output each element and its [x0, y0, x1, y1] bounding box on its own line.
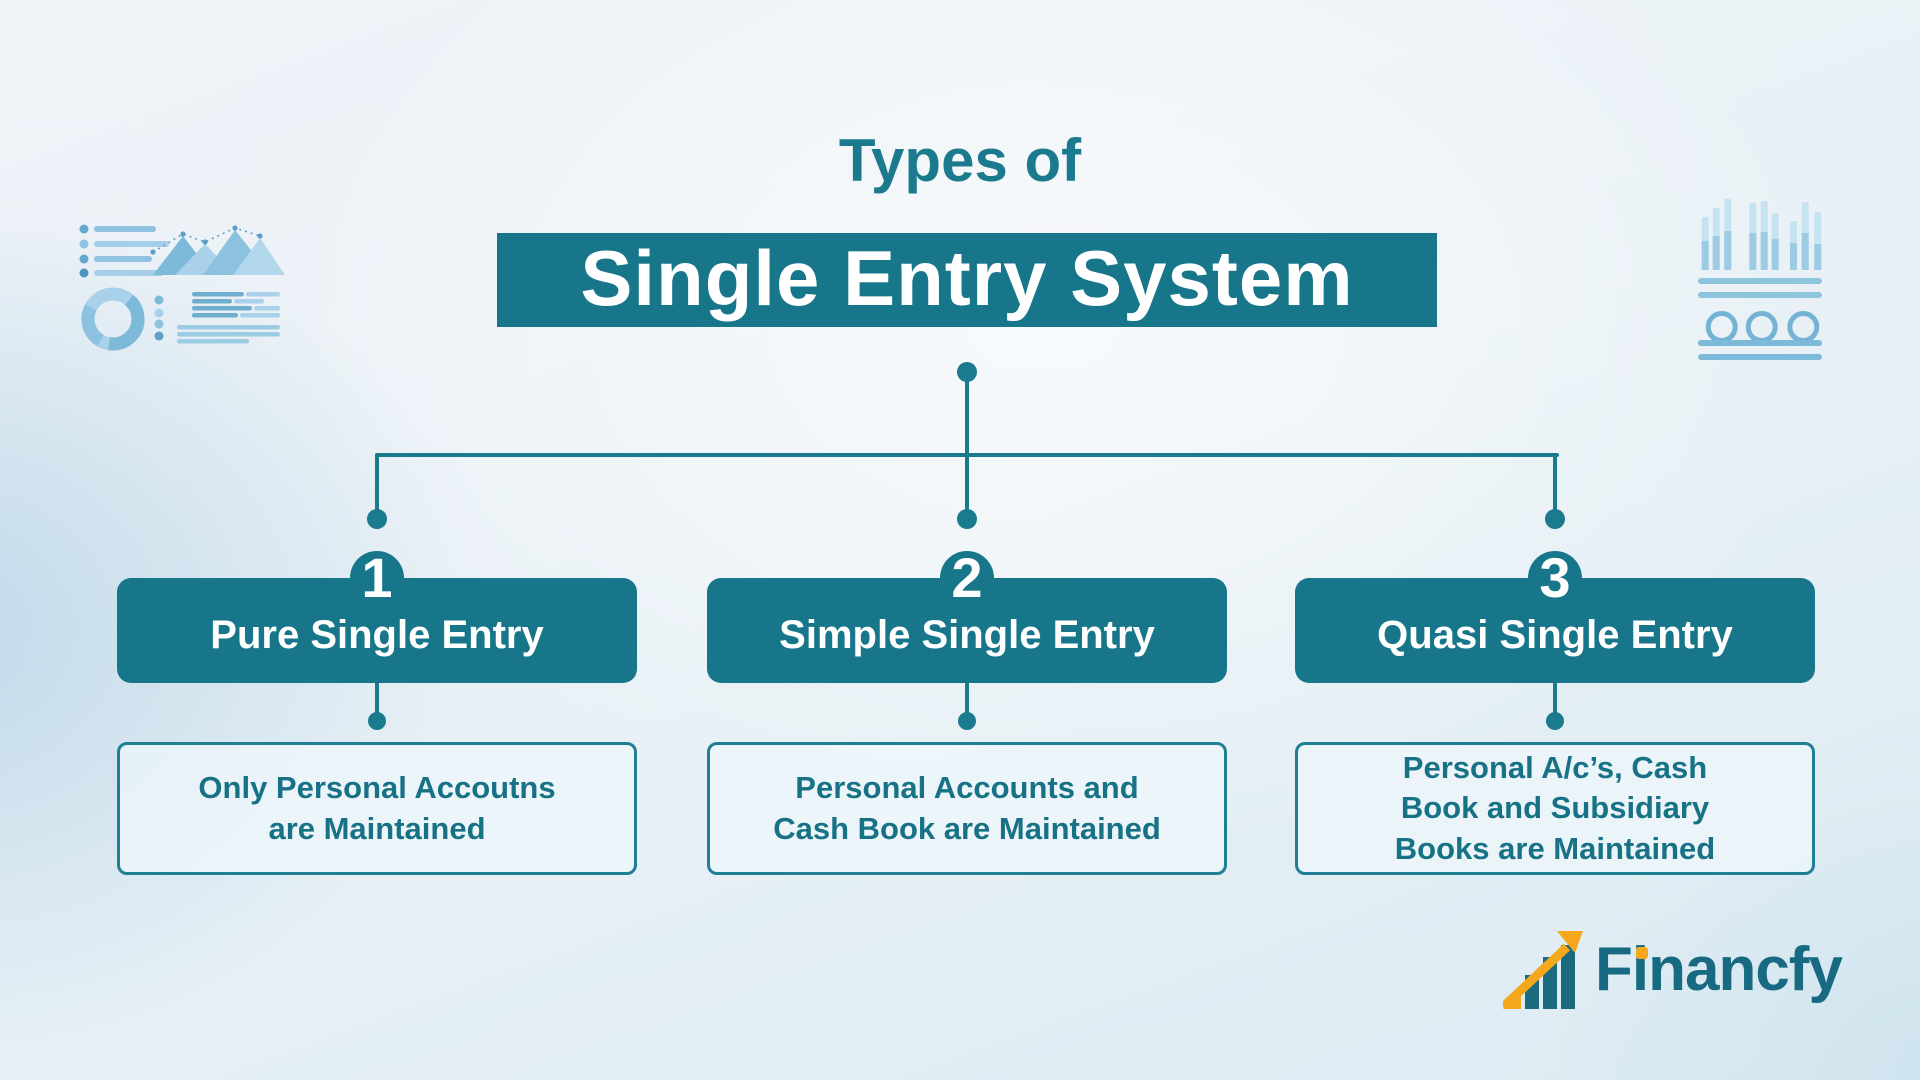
bar-chart-illustration-icon — [1698, 199, 1822, 360]
branch-description-box: Personal Accounts and Cash Book are Main… — [707, 742, 1227, 875]
title-banner: Single Entry System — [497, 233, 1437, 327]
logo-wordmark: Financfy — [1595, 935, 1843, 1004]
branch-description-box: Only Personal Accoutns are Maintained — [117, 742, 637, 875]
branch-connector-line — [965, 683, 969, 715]
branch-description-box: Personal A/c’s, Cash Book and Subsidiary… — [1295, 742, 1815, 875]
branch-number-badge: 2 — [940, 550, 994, 606]
connector-branch2-dot — [957, 509, 977, 529]
branch-number-badge: 3 — [1528, 550, 1582, 606]
title-main: Single Entry System — [580, 233, 1354, 322]
connector-right-line — [1553, 454, 1557, 514]
branch-connector-line — [375, 683, 379, 715]
connector-center-line — [965, 372, 969, 514]
branch-connector-line — [1553, 683, 1557, 715]
dashboard-illustration-icon — [79, 224, 285, 351]
branch-connector-dot — [368, 712, 386, 730]
connector-left-line — [375, 454, 379, 514]
logo-i-dot — [1636, 947, 1648, 959]
growth-bars-arrow-icon — [1503, 931, 1583, 1009]
branch-pure-single-entry: 1 Pure Single Entry Only Personal Accout… — [117, 550, 637, 881]
branch-connector-dot — [1546, 712, 1564, 730]
branch-connector-dot — [958, 712, 976, 730]
branch-number-badge: 1 — [350, 550, 404, 606]
title-prefix: Types of — [838, 127, 1082, 194]
connector-title-dot — [957, 362, 977, 382]
branch-quasi-single-entry: 3 Quasi Single Entry Personal A/c’s, Cas… — [1295, 550, 1815, 881]
connector-branch3-dot — [1545, 509, 1565, 529]
connector-branch1-dot — [367, 509, 387, 529]
branch-simple-single-entry: 2 Simple Single Entry Personal Accounts … — [707, 550, 1227, 881]
financfy-logo: Financfy — [1503, 931, 1843, 1009]
